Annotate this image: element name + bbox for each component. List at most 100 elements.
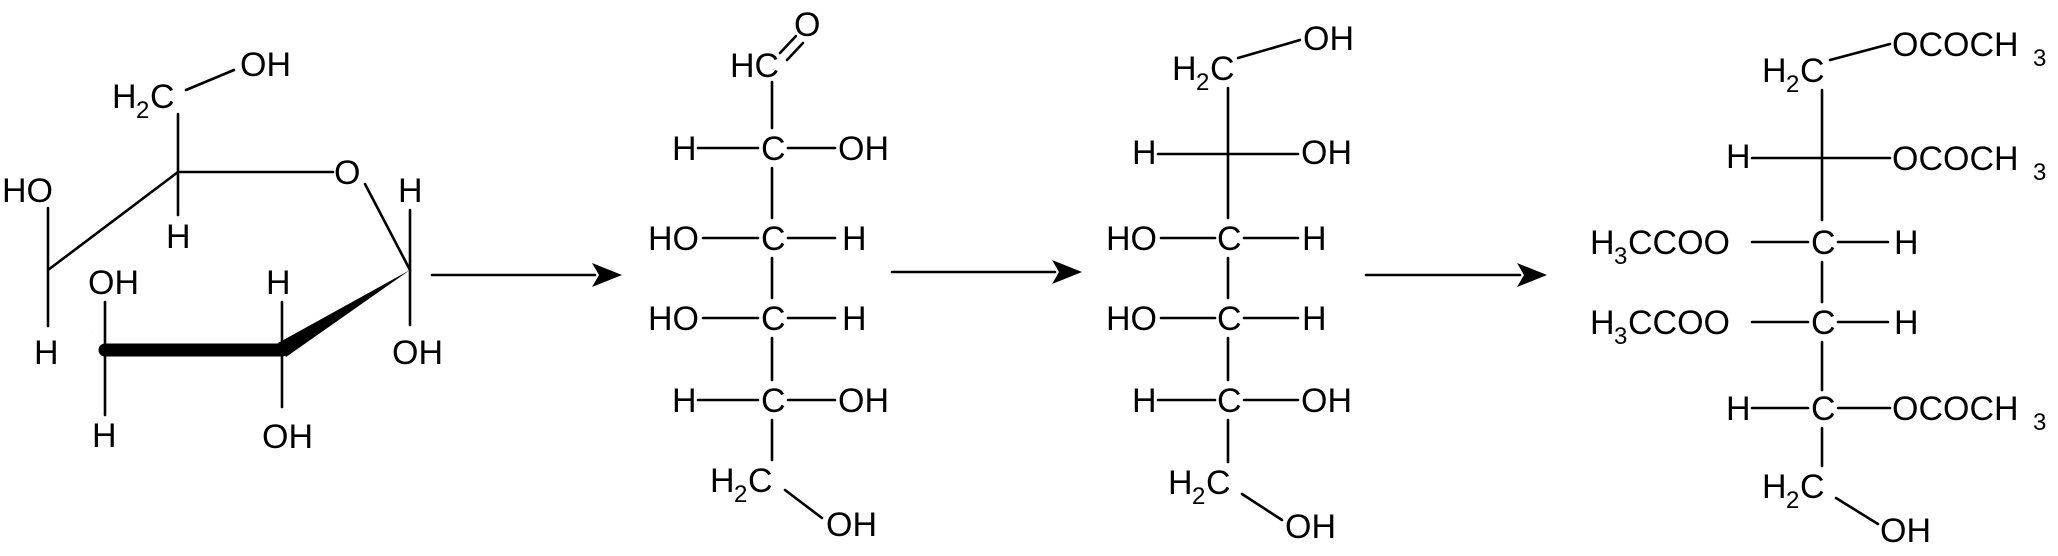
wedge-c2-c1: [278, 270, 410, 357]
acetylated-alditol-structure: H 2 C OCOCH 3 H OCOCH 3 H 3 CCOO C H H 3…: [1590, 26, 2046, 550]
reaction-arrow-2: [890, 260, 1082, 284]
c3-ho-label: HO: [648, 220, 699, 258]
top-h2c-subscript: 2: [1196, 69, 1209, 96]
top-h2c-c: C: [1210, 50, 1235, 88]
bond-c6-oh: [1834, 496, 1880, 526]
bond-c1-oh: [1236, 38, 1302, 60]
c2-oh-label: OH: [1301, 134, 1352, 172]
c4-h3ccoo-h: H: [1590, 304, 1615, 342]
top-h2c-group: H 2 C: [1762, 52, 1825, 98]
c6-oh-label: OH: [1285, 508, 1336, 546]
c3-c-label: C: [1811, 224, 1836, 262]
reaction-arrow-3: [1364, 263, 1547, 287]
c3-h-label: H: [842, 220, 867, 258]
top-h2c-c: C: [1800, 52, 1825, 90]
c2-ococh3-subscript: 3: [2033, 159, 2046, 186]
bond-cho-double-b: [785, 41, 805, 62]
bottom-h2c-subscript: 2: [1786, 487, 1799, 514]
wedge-c4-c3: [48, 270, 110, 357]
c3-h-label: H: [1302, 220, 1327, 258]
reaction-arrow-1: [430, 263, 622, 287]
bottom-h2c-h: H: [1168, 464, 1193, 502]
aldehyde-o-label: O: [794, 6, 820, 44]
c3-h3ccoo-h: H: [1590, 224, 1615, 262]
c6-h2c-subscript: 2: [734, 481, 747, 508]
h2c-h: H: [112, 78, 137, 116]
top-h2c-h: H: [1172, 50, 1197, 88]
c4-h-label: H: [1302, 300, 1327, 338]
c4-ho-label: HO: [648, 300, 699, 338]
c3-c-label: C: [1217, 220, 1242, 258]
c4-h-label: H: [1894, 304, 1919, 342]
ring-oxygen-label: O: [334, 154, 360, 192]
c1-h-label: H: [398, 172, 423, 210]
c1-oh-label: OH: [392, 334, 443, 372]
c5-ococh3-group: OCOCH 3: [1892, 390, 2046, 436]
c5-h-label: H: [1726, 390, 1751, 428]
c2-c-label: C: [761, 130, 786, 168]
c5-ococh3-subscript: 3: [2033, 409, 2046, 436]
c4-ho-label: HO: [1106, 300, 1157, 338]
c1-oh-label: OH: [1303, 20, 1354, 58]
c6-oh-label: OH: [826, 506, 877, 544]
c5-oh-label: OH: [838, 382, 889, 420]
top-h2c-subscript: 2: [1786, 71, 1799, 98]
c1-ococh3-group: OCOCH 3: [1892, 26, 2046, 72]
c2-h-label: H: [672, 130, 697, 168]
c5-oh-label: OH: [1301, 382, 1352, 420]
c5-h-label: H: [1132, 382, 1157, 420]
top-h2c-group: H 2 C: [1172, 50, 1235, 96]
c1-ococh3-subscript: 3: [2033, 45, 2046, 72]
bond-c6-oh: [1240, 492, 1284, 522]
c5-c-label: C: [761, 382, 786, 420]
c2-h-label: H: [1726, 138, 1751, 176]
c2-ococh3-label: OCOCH: [1892, 140, 2019, 178]
c3-h-label: H: [92, 417, 117, 455]
bottom-h2c-subscript: 2: [1192, 483, 1205, 510]
c4-c-label: C: [1217, 300, 1242, 338]
bottom-h2c-h: H: [1762, 468, 1787, 506]
c3-h-label: H: [1894, 224, 1919, 262]
h2c-c: C: [150, 78, 175, 116]
bond-c6-oh: [184, 68, 236, 92]
c2-oh-label: OH: [262, 418, 313, 456]
c6-oh-label: OH: [1880, 512, 1931, 550]
bond-c1-ococh3: [1828, 42, 1892, 62]
c2-h-label: H: [1132, 134, 1157, 172]
bond-cho-double-a: [778, 34, 798, 55]
c5-c-label: C: [1811, 390, 1836, 428]
c3-c-label: C: [761, 220, 786, 258]
h2c-group: H 2 C: [112, 78, 175, 124]
bottom-h2c-group: H 2 C: [1762, 468, 1825, 514]
c4-c-label: C: [1811, 304, 1836, 342]
c3-ho-label: HO: [1106, 220, 1157, 258]
bottom-h2c-c: C: [1800, 468, 1825, 506]
c6-h2c-c: C: [748, 462, 773, 500]
h2c-subscript: 2: [136, 97, 149, 124]
c1-ococh3-label: OCOCH: [1892, 26, 2019, 64]
arrow-1-head: [592, 263, 622, 287]
bond-ring-o-c1: [363, 182, 412, 272]
c5-c-label: C: [1217, 382, 1242, 420]
arrow-2-head: [1052, 260, 1082, 284]
aldehyde-hc-label: HC: [730, 47, 779, 85]
c3-oh-label: OH: [88, 264, 139, 302]
c3-h3ccoo-subscript: 3: [1614, 243, 1627, 270]
c6-h2c-h: H: [710, 462, 735, 500]
c6-oh-label: OH: [240, 46, 291, 84]
top-h2c-h: H: [1762, 52, 1787, 90]
c2-ococh3-group: OCOCH 3: [1892, 140, 2046, 186]
c5-h-label: H: [166, 218, 191, 256]
open-chain-aldehyde-structure: O HC H C OH HO C H HO C H H C OH H 2 C: [648, 6, 889, 544]
arrow-3-head: [1517, 263, 1547, 287]
c5-h-label: H: [672, 382, 697, 420]
c4-h-label: H: [34, 334, 59, 372]
pyranose-ring-structure: H 2 C OH O H HO H OH H H OH H OH: [2, 46, 443, 456]
c4-h3ccoo-rest: CCOO: [1628, 304, 1730, 342]
alditol-structure: H 2 C OH H OH HO C H HO C H H C OH H 2 C: [1106, 20, 1354, 546]
c6-h2c-group: H 2 C: [710, 462, 773, 508]
c4-h-label: H: [842, 300, 867, 338]
c4-h3ccoo-subscript: 3: [1614, 323, 1627, 350]
bond-c5-c4: [46, 170, 180, 272]
